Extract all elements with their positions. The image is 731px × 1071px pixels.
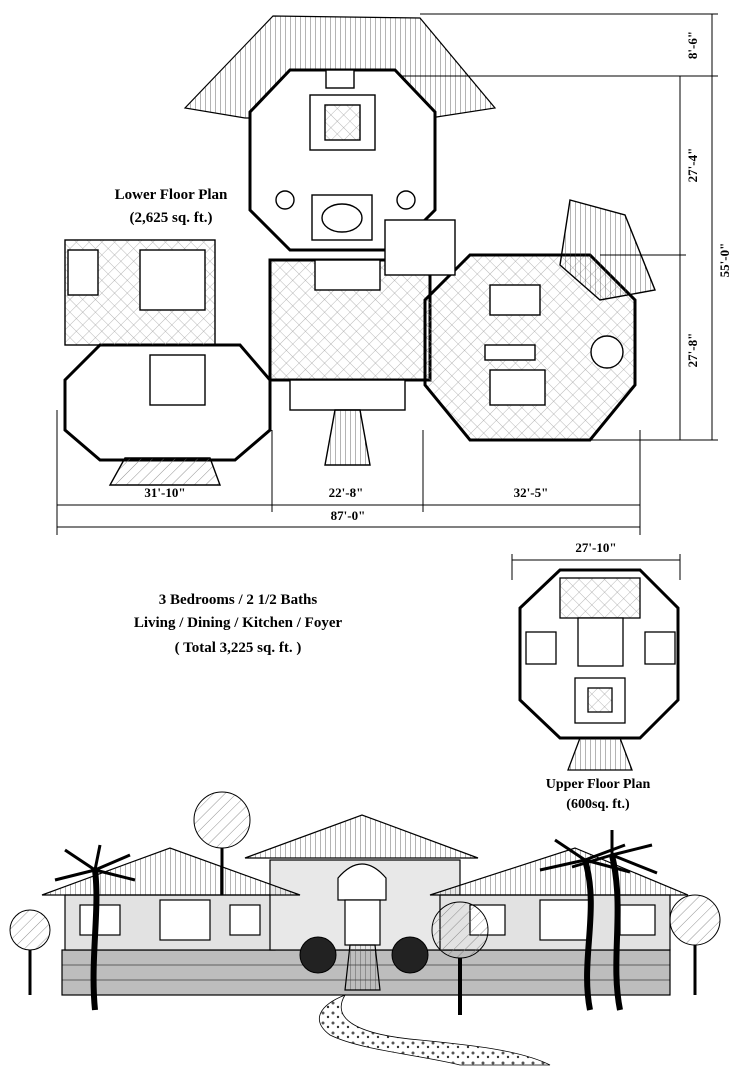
round-table	[590, 335, 624, 369]
palm-tree-icon	[54, 844, 136, 1011]
dim-right-wing: 32'-5"	[514, 485, 549, 500]
stone-walkway	[319, 994, 551, 1066]
upper-stairs	[567, 737, 633, 771]
upper-bed-right	[644, 631, 676, 665]
summary-bedrooms-baths: 3 Bedrooms / 2 1/2 Baths	[159, 592, 318, 608]
upper-bed-left	[525, 631, 557, 665]
lower-floor-plan	[63, 15, 656, 486]
lower-floor-area: (2,625 sq. ft.)	[130, 210, 213, 226]
dim-overall-depth: 55'-0"	[717, 243, 731, 278]
right-roof	[429, 847, 689, 896]
kitchen-island	[489, 369, 546, 406]
tree-icon	[9, 909, 51, 951]
shrub-icon	[299, 936, 337, 974]
vertical-dimensions	[400, 13, 718, 441]
shrub-icon	[391, 936, 429, 974]
dim-top-deck: 8'-6"	[685, 31, 700, 59]
front-porch	[289, 379, 406, 411]
upper-floor-plan	[511, 554, 681, 771]
lower-floor-title: Lower Floor Plan	[115, 187, 228, 203]
upper-floor-area: (600sq. ft.)	[566, 797, 630, 812]
front-stairs	[324, 409, 371, 466]
palm-trees	[9, 791, 721, 1015]
tree-icon	[669, 894, 721, 946]
palm-tree-icon	[539, 838, 631, 1011]
front-door	[344, 899, 381, 946]
upper-floor-title: Upper Floor Plan	[546, 777, 651, 792]
tree-icon	[431, 901, 489, 959]
master-bed	[149, 354, 206, 406]
dim-overall-width: 87'-0"	[331, 508, 366, 523]
tree-icon	[193, 791, 251, 849]
elevation-stairs	[344, 944, 381, 991]
upper-width-dim: 27'-10"	[575, 540, 616, 555]
fireplace	[325, 69, 355, 89]
dim-upper-octagon: 27'-4"	[685, 148, 700, 183]
summary-rooms: Living / Dining / Kitchen / Foyer	[134, 615, 343, 631]
dining-table-right	[489, 284, 541, 316]
dim-center: 22'-8"	[329, 485, 364, 500]
arched-window	[337, 863, 387, 901]
palm-tree-icon	[571, 830, 658, 1011]
dim-left-wing: 31'-10"	[144, 485, 185, 500]
right-deck	[559, 199, 656, 301]
left-patio	[108, 457, 222, 486]
center-roof	[244, 814, 479, 859]
horizontal-dimensions	[56, 410, 641, 535]
dim-lower-right: 27'-8"	[685, 333, 700, 368]
summary-total-area: ( Total 3,225 sq. ft. )	[175, 640, 302, 656]
